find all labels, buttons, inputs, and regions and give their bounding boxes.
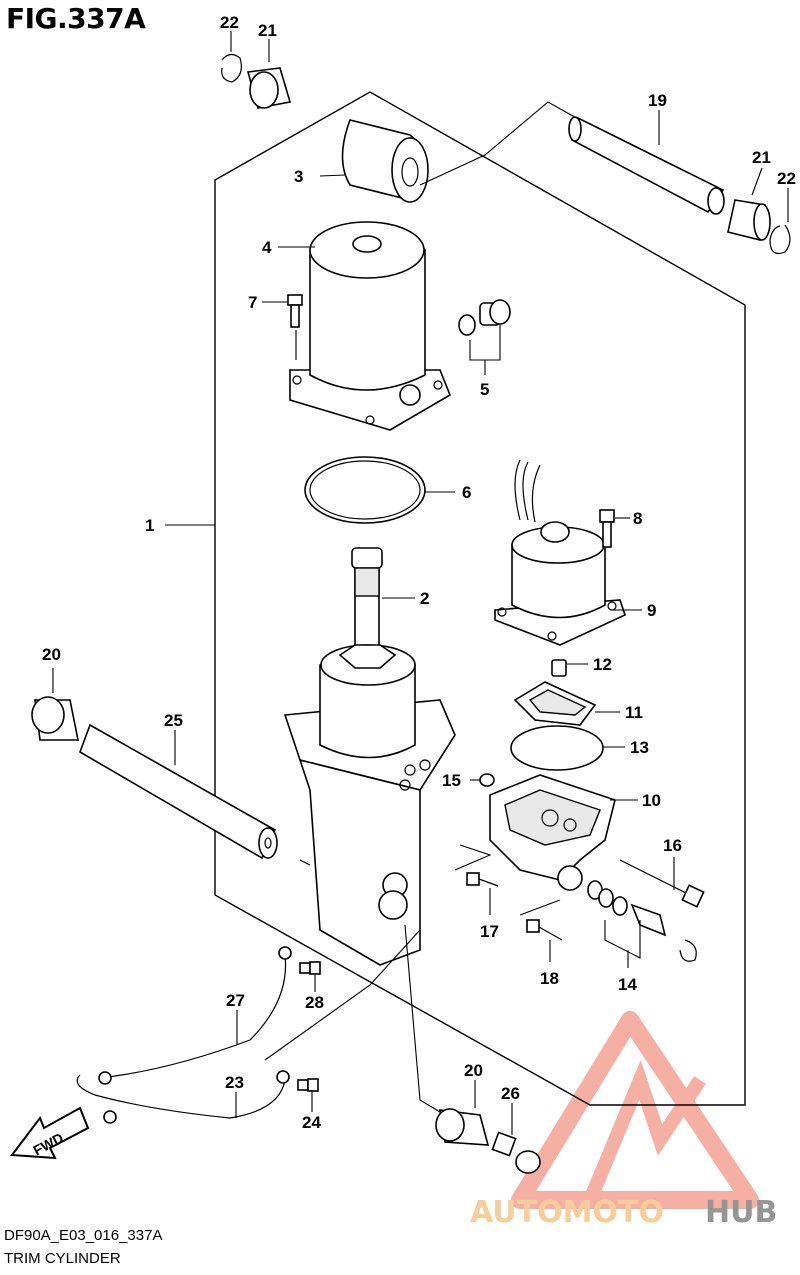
callout-2: 2 [420,589,429,608]
watermark-text-main: AUTOMOTO [470,1195,664,1230]
callout-16: 16 [663,836,682,855]
part-28-screw [299,961,321,975]
callout-18: 18 [540,969,559,988]
callout-23: 23 [225,1073,244,1092]
callout-labels: 1 2 3 4 5 6 7 8 9 10 11 12 13 14 15 16 1… [42,13,796,1132]
part-23-ground-wire [76,1070,290,1124]
part-8-bolt [599,509,615,548]
part-3-sleeve [341,119,429,203]
part-7-bolt [287,294,303,360]
callout-3: 3 [294,167,303,186]
diagram-code: DF90A_E03_016_337A [4,1227,163,1244]
diagram-caption: TRIM CYLINDER [4,1250,121,1267]
figure-title: FIG.337A [6,2,146,35]
callout-4: 4 [262,238,272,257]
callout-20-left: 20 [42,645,61,664]
part-18-bolt [526,919,563,941]
callout-15: 15 [442,771,461,790]
callout-17: 17 [480,922,499,941]
part-15-small-oring [479,773,495,787]
callout-5: 5 [480,380,489,399]
part-25-shaft [79,723,278,860]
leader-lines [52,31,789,1135]
part-20-bushing-bottom [435,1108,490,1146]
callout-10: 10 [642,791,661,810]
part-9-motor [494,459,626,646]
callout-14: 14 [618,975,637,994]
part-6-oring [304,456,426,524]
callout-8: 8 [633,509,642,528]
part-12-coupler [551,659,567,677]
callout-6: 6 [462,483,471,502]
callout-25: 25 [164,711,183,730]
part-21-bushing-left [246,67,292,109]
part-10-pump-housing [489,774,616,891]
part-22-circlip-left [221,53,242,83]
callout-20-bottom: 20 [464,1061,483,1080]
part-24-screw [297,1078,319,1092]
trim-cylinder-body [283,644,456,966]
part-19-pin [568,116,725,215]
part-21-bushing-right [727,199,771,241]
part-4-cylinder-cap [289,221,451,431]
watermark-logo: AUTOMOTO HUB [470,1011,777,1230]
callout-1: 1 [145,516,154,535]
part-17-bolt [466,872,499,887]
part-13-oring [510,725,604,771]
callout-27: 27 [226,991,245,1010]
watermark-text-hub: HUB [705,1195,777,1230]
callout-24: 24 [302,1113,321,1132]
callout-9: 9 [647,601,656,620]
callout-22-right: 22 [777,169,796,188]
callout-26: 26 [501,1084,520,1103]
part-5-plug-oring [458,299,511,336]
part-14-valve-set [587,880,697,962]
fwd-arrow: FWD [10,1106,90,1160]
part-11-gear-pump [513,681,597,726]
callout-21-left: 21 [258,21,277,40]
callout-12: 12 [593,655,612,674]
callout-7: 7 [248,293,257,312]
callout-28: 28 [305,993,324,1012]
part-22-circlip-right [769,224,791,255]
assembly-frame [214,91,746,1106]
part-16-long-bolt [619,859,705,908]
callout-11: 11 [625,703,643,722]
callout-19: 19 [648,91,667,110]
callout-13: 13 [630,738,649,757]
part-27-ground-wire [98,946,292,1085]
part-26-bolt [491,1131,541,1174]
callout-22-left: 22 [220,13,239,32]
callout-21-right: 21 [752,148,771,167]
part-20-bushing-left [31,696,79,741]
